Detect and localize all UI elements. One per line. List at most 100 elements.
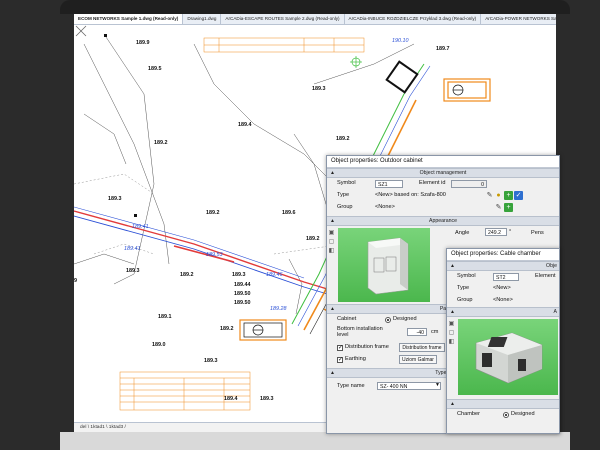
device-bezel-bottom	[60, 432, 570, 450]
appearance-area: ▣ ▢ ◧ Angle 249.2 ° Pens	[327, 226, 559, 304]
spot-height: 189.2	[336, 136, 350, 142]
distribution-frame-button[interactable]: Distribution frame	[399, 343, 445, 352]
group-label: Group	[337, 204, 353, 210]
distribution-label: Distribution frame	[345, 344, 389, 350]
section-object-management[interactable]: ▲ Object management	[327, 168, 559, 178]
chamber-properties-panel: Object properties: Cable chamber ▲ Obje …	[446, 248, 560, 434]
distribution-row: ✓ Distribution frame Distribution frame	[327, 342, 559, 354]
tab-escape-routes[interactable]: ArCADia-ESCAPE ROUTES Sample 2.dwg (Read…	[221, 14, 345, 24]
green-tree-markers	[350, 56, 362, 68]
top-view-icon[interactable]: ▢	[328, 239, 335, 245]
tab-power-networks[interactable]: ArCADia-POWER NETWORKS Sample 1.dwg (Rea…	[481, 14, 556, 24]
earthing-checkbox[interactable]: ✓	[337, 357, 344, 363]
chamber-model-image	[475, 332, 543, 384]
section-type[interactable]: ▲ Type p	[327, 368, 559, 378]
chamber-type-label: Type	[457, 285, 470, 291]
spot-height: 189.2	[180, 272, 194, 278]
chamber-group-value[interactable]: <None>	[493, 297, 513, 303]
edit-group-icon[interactable]: ✎	[495, 204, 502, 211]
collapse-caret-icon[interactable]: ▲	[330, 370, 335, 376]
tab-inbuce[interactable]: ArCADia-INBUCE ROZDZIELCZE Przyklad 3.dw…	[345, 14, 482, 24]
bottom-level-field[interactable]: -40	[407, 328, 427, 336]
chamber-type-row: Type <New>	[447, 283, 559, 295]
3d-view-icon[interactable]: ▣	[328, 230, 335, 236]
chamber-element-label: Element	[535, 273, 556, 279]
group-value[interactable]: <None>	[375, 204, 395, 210]
section-label: Appearance	[429, 218, 457, 224]
designed-label: Designed	[393, 316, 417, 322]
group-row: Group <None> ✎ +	[327, 202, 559, 214]
symbol-field[interactable]: SZ1	[375, 180, 403, 188]
symbol-row: Symbol SZ1 Element id 0	[327, 178, 559, 190]
chamber-designed-radio[interactable]	[503, 412, 509, 418]
earthing-row: ✓ Earthing Uziom Galmar	[327, 354, 559, 366]
spot-height: 189.2	[220, 326, 234, 332]
layer-icon[interactable]: ◧	[328, 248, 335, 254]
add-group-icon[interactable]: +	[504, 203, 513, 212]
earthing-select[interactable]: Uziom Galmar	[399, 355, 437, 364]
route-label: 189.46	[266, 272, 283, 278]
distribution-checkbox[interactable]: ✓	[337, 345, 344, 351]
chamber-symbol-field[interactable]: ST2	[493, 273, 519, 281]
chamber-circles	[243, 84, 464, 338]
collapse-caret-icon[interactable]: ▲	[450, 309, 455, 315]
layer-icon[interactable]: ◧	[448, 339, 455, 345]
spot-height: 189.7	[436, 46, 450, 52]
edit-type-icon[interactable]: ✎	[486, 192, 493, 199]
network-routes	[74, 206, 345, 300]
confirm-type-icon[interactable]: ✓	[514, 191, 523, 200]
spot-height: 189.5	[148, 66, 162, 72]
tab-ecom-networks[interactable]: ECOM NETWORKS Sample 1.dwg (Read-only)	[74, 14, 184, 24]
top-view-icon[interactable]: ▢	[448, 330, 455, 336]
tab-drawing1[interactable]: Drawing1.dwg	[183, 14, 222, 24]
spot-height: 189.6	[282, 210, 296, 216]
collapse-caret-icon[interactable]: ▲	[450, 263, 455, 269]
chamber-type-value[interactable]: <New>	[493, 285, 511, 291]
type-name-row: Type name SZ- 400 NN ▼	[327, 378, 559, 394]
section-label: Type p	[435, 370, 451, 376]
section-appearance[interactable]: ▲ Appearance	[327, 216, 559, 226]
route-label: 189.41	[132, 224, 149, 230]
dashed-boundaries	[74, 173, 375, 255]
section-chamber-params[interactable]: ▲	[447, 399, 559, 409]
section-label: A	[553, 309, 557, 315]
pens-label: Pens	[531, 230, 544, 236]
section-appearance-chamber[interactable]: ▲ A	[447, 307, 559, 317]
designed-radio[interactable]	[385, 317, 391, 323]
section-parameters[interactable]: ▲ Pa	[327, 304, 559, 314]
add-type-icon[interactable]: +	[504, 191, 513, 200]
collapse-caret-icon[interactable]: ▲	[330, 218, 335, 224]
spot-height: 189.9	[136, 40, 150, 46]
bulb-icon[interactable]: ●	[496, 192, 501, 199]
chevron-down-icon[interactable]: ▼	[435, 382, 440, 388]
spot-height: 189.3	[126, 268, 140, 274]
angle-field[interactable]: 249.2	[485, 228, 507, 236]
route-label: 189.44	[234, 282, 251, 288]
route-label: 190.10	[392, 38, 409, 44]
collapse-caret-icon[interactable]: ▲	[450, 401, 455, 407]
cabinet-model-image	[367, 237, 409, 295]
spot-height: 189.3	[108, 196, 122, 202]
spot-height: 189.0	[152, 342, 166, 348]
type-label: Type	[337, 192, 350, 198]
section-object[interactable]: ▲ Obje	[447, 261, 559, 271]
chamber-label: Chamber	[457, 411, 481, 417]
collapse-caret-icon[interactable]: ▲	[330, 306, 335, 312]
route-label: 189.41	[124, 246, 141, 252]
collapse-caret-icon[interactable]: ▲	[330, 170, 335, 176]
section-label: Object management	[419, 170, 467, 176]
type-value[interactable]: <New> based on: Szafa-800	[375, 192, 446, 198]
document-tab-bar: ECOM NETWORKS Sample 1.dwg (Read-only) D…	[74, 14, 556, 25]
cabinet-3d-preview	[338, 228, 430, 302]
spot-height: 189.2	[206, 210, 220, 216]
3d-view-icon[interactable]: ▣	[448, 321, 455, 327]
type-name-select[interactable]: SZ- 400 NN	[377, 382, 441, 390]
device-bezel-top	[60, 0, 570, 14]
element-id-field[interactable]: 0	[451, 180, 487, 188]
orange-legend-table	[119, 371, 251, 411]
earthing-label: Earthing	[345, 356, 366, 362]
layout-tab-bar[interactable]: del \ 1ktad1 \ 1ktad3 /	[74, 422, 556, 432]
route-label: 189.28	[270, 306, 287, 312]
bottom-level-row: Bottom installation level -40 cm	[327, 326, 559, 342]
